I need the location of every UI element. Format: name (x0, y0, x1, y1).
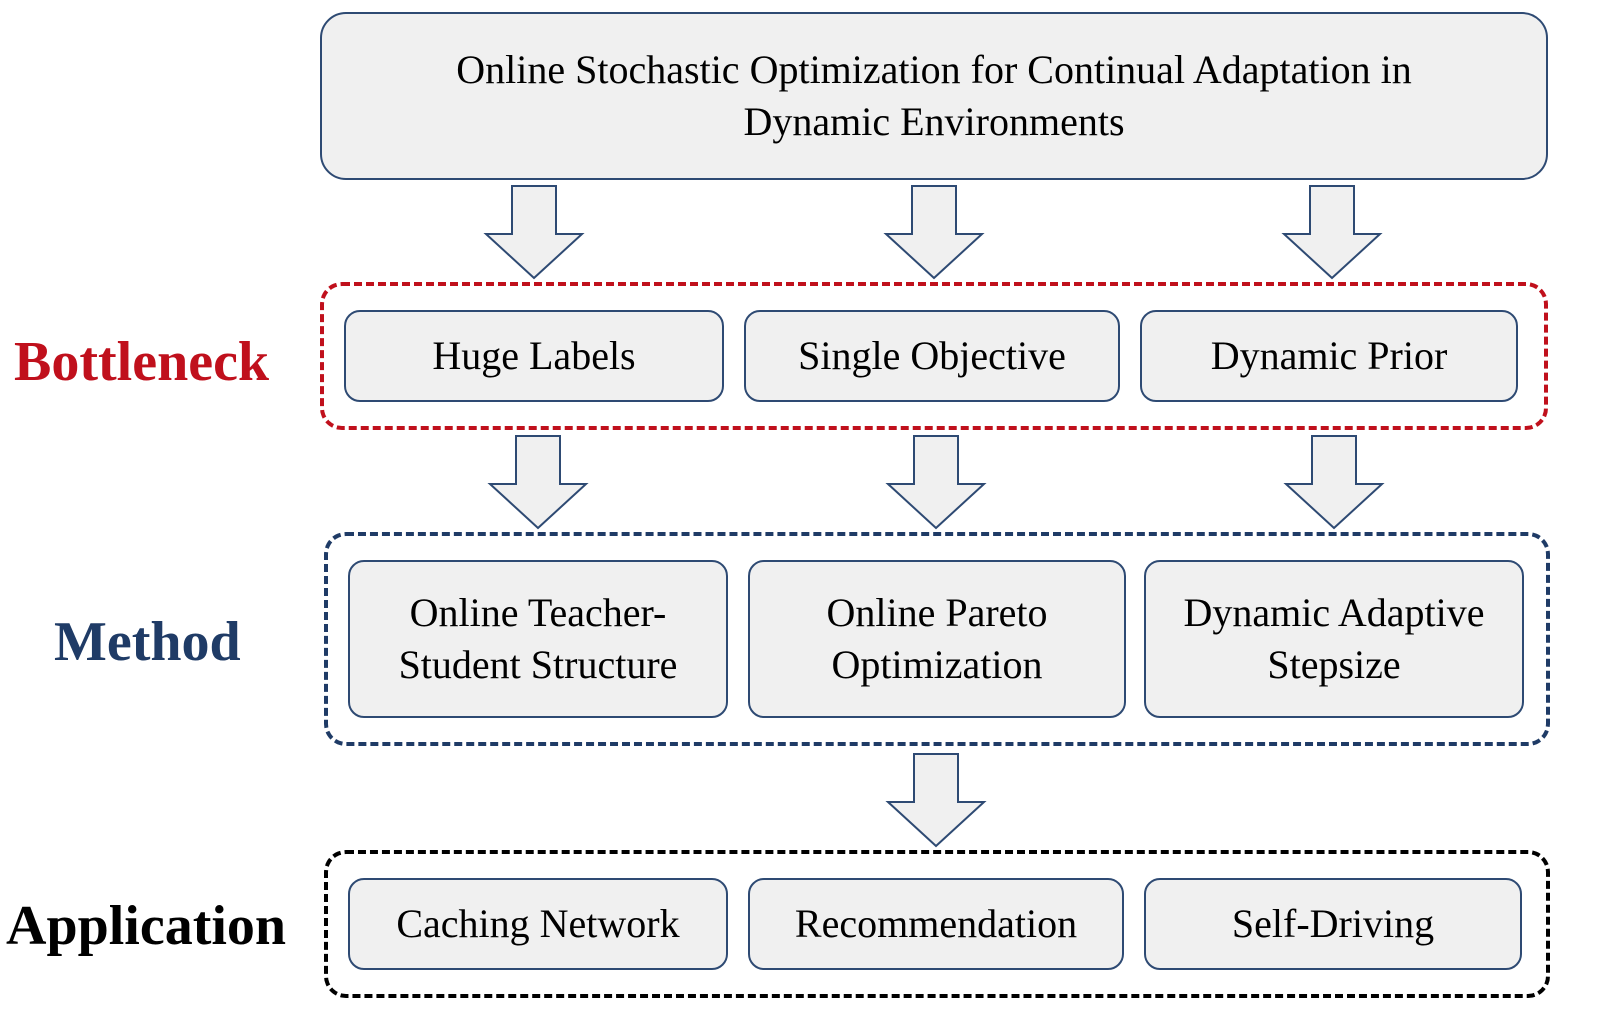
row-label-bottleneck: Bottleneck (14, 331, 270, 393)
row-label-application: Application (6, 895, 287, 957)
bottleneck-item: Single Objective (744, 310, 1120, 402)
title-text: Online Stochastic Optimization for Conti… (456, 47, 1412, 144)
bottleneck-item: Huge Labels (344, 310, 724, 402)
method-frame (324, 532, 1550, 746)
bottleneck-frame (320, 282, 1548, 430)
title-box: Online Stochastic Optimization for Conti… (320, 12, 1548, 180)
method-item: Dynamic Adaptive Stepsize (1144, 560, 1524, 718)
method-item: Online Pareto Optimization (748, 560, 1126, 718)
bottleneck-item: Dynamic Prior (1140, 310, 1518, 402)
application-item: Self-Driving (1144, 878, 1522, 970)
application-item: Recommendation (748, 878, 1124, 970)
method-item: Online Teacher-Student Structure (348, 560, 728, 718)
down-arrow-icon (883, 185, 985, 280)
row-label-method: Method (54, 611, 241, 673)
application-frame (324, 850, 1550, 998)
application-item: Caching Network (348, 878, 728, 970)
down-arrow-icon (885, 435, 987, 530)
down-arrow-icon (885, 753, 987, 848)
down-arrow-icon (1283, 435, 1385, 530)
down-arrow-icon (483, 185, 585, 280)
down-arrow-icon (1281, 185, 1383, 280)
down-arrow-icon (487, 435, 589, 530)
